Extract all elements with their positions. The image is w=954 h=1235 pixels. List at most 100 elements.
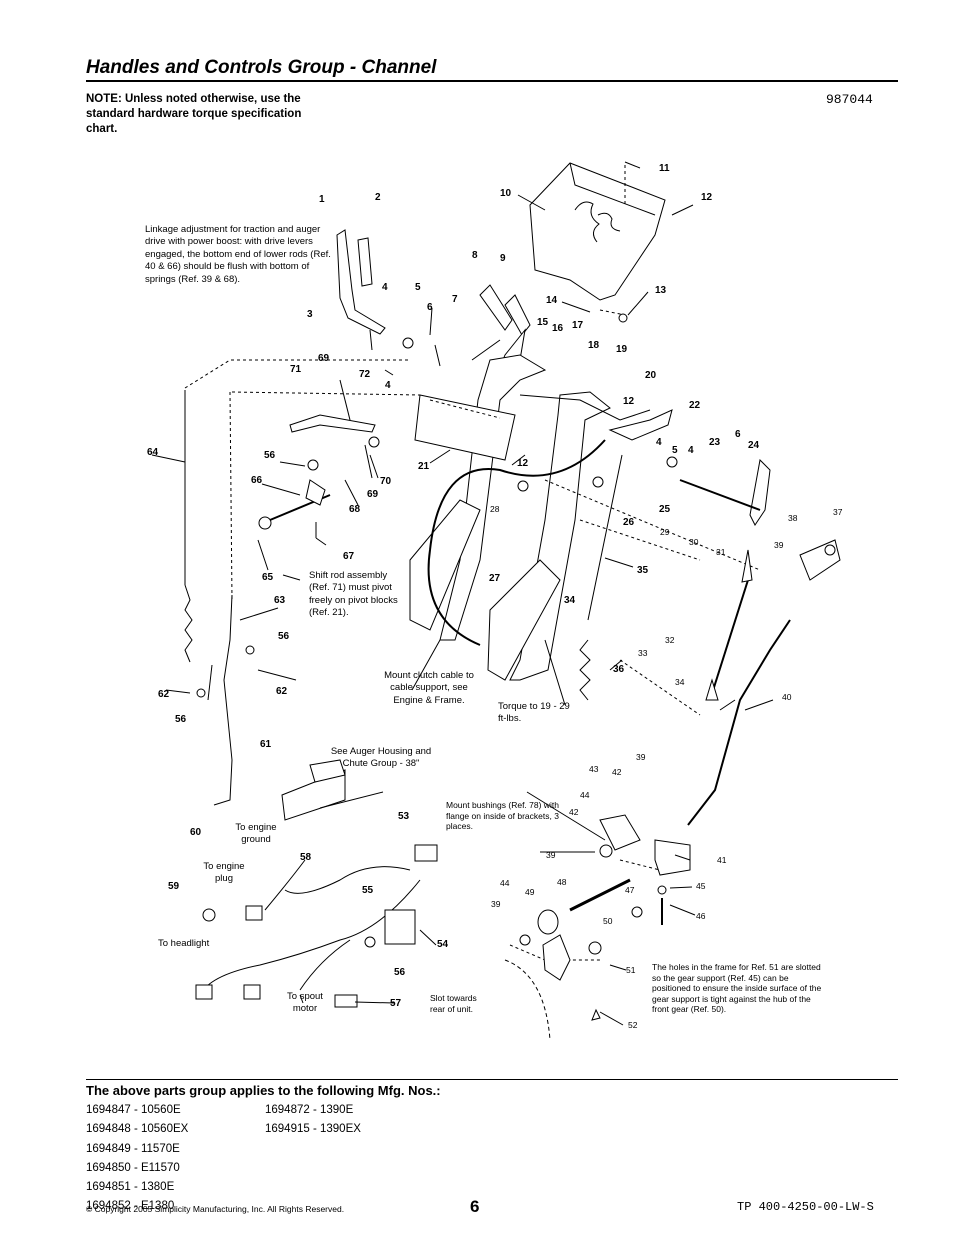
callout-15: 15 [537,317,549,328]
copyright: © Copyright 2005 Simplicity Manufacturin… [86,1204,345,1214]
callout-44: 44 [580,790,590,800]
callout-48: 48 [557,877,567,887]
callout-27: 27 [489,573,501,584]
callout-8: 8 [472,250,478,261]
callout-56d: 56 [394,967,406,978]
callout-4c: 4 [656,437,662,448]
callout-51: 51 [626,965,636,975]
mount-bushings-note: Mount bushings (Ref. 78) with flange on … [446,800,559,832]
callout-3: 3 [307,309,313,320]
mfg-number: 1694850 - E11570 [86,1161,180,1174]
callout-60: 60 [190,827,202,838]
callout-70: 70 [380,476,392,487]
callout-40: 40 [782,692,792,702]
callout-9: 9 [500,253,506,264]
callout-24: 24 [748,440,760,451]
mfg-number: 1694852 - E1380 [86,1200,175,1213]
mount-clutch-note: Mount clutch cable to cable support, see… [384,670,474,706]
callout-39: 39 [774,540,784,550]
callout-labels: 1 2 3 4 4 4 4 5 5 6 6 7 8 9 10 11 12 12 … [147,163,843,1030]
callout-57: 57 [390,998,402,1009]
callout-66: 66 [251,475,263,486]
callout-35: 35 [637,565,649,576]
callout-12b: 12 [623,396,635,407]
callout-62b: 62 [276,686,288,697]
callout-2: 2 [375,192,381,203]
callout-59: 59 [168,881,180,892]
torque-note: NOTE: Unless noted otherwise, use the st… [86,93,302,135]
slot-towards-note: Slot towards rear of unit. [430,993,477,1014]
callout-45: 45 [696,881,706,891]
parts-diagram: 1 2 3 4 4 4 4 5 5 6 6 7 8 9 10 11 12 12 … [145,161,843,1041]
callout-39c: 39 [546,850,556,860]
callout-56c: 56 [175,714,187,725]
holes-in-frame-note: The holes in the frame for Ref. 51 are s… [652,962,822,1015]
callout-36: 36 [613,664,625,675]
callout-64: 64 [147,447,159,458]
callout-11: 11 [659,163,670,174]
callout-5: 5 [415,282,421,293]
callout-21: 21 [418,461,430,472]
torque-note-diagram: Torque to 19 - 29 ft-lbs. [498,701,570,725]
callout-23: 23 [709,437,721,448]
see-auger-note: See Auger Housing and Chute Group - 38" [330,746,432,770]
callout-68: 68 [349,504,361,515]
callout-6b: 6 [735,429,741,440]
to-engine-ground-note: To engine ground [235,822,277,846]
callout-37: 37 [833,507,843,517]
callout-25: 25 [659,504,671,515]
diagram-linework [151,161,841,1041]
mfg-number: 1694849 - 11570E [86,1142,180,1155]
callout-43: 43 [589,764,599,774]
callout-4d: 4 [688,445,694,456]
callout-69b: 69 [367,489,379,500]
callout-16: 16 [552,323,564,334]
callout-42b: 42 [569,807,579,817]
callout-44b: 44 [500,878,510,888]
callout-18: 18 [588,340,600,351]
callout-47: 47 [625,885,635,895]
shift-rod-note: Shift rod assembly (Ref. 71) must pivot … [309,570,398,619]
mfg-number: 1694848 - 10560EX [86,1123,189,1136]
callout-67: 67 [343,551,355,562]
callout-31: 31 [716,547,726,557]
callout-46: 46 [696,911,706,921]
callout-61: 61 [260,739,272,750]
callout-1: 1 [319,194,325,205]
mfg-list-col2: 1694872 - 1390E 1694915 - 1390EX [265,1101,361,1140]
callout-17: 17 [572,320,584,331]
callout-12c: 12 [517,458,529,469]
mfg-list-col1: 1694847 - 10560E 1694848 - 10560EX 16948… [86,1101,188,1217]
callout-33: 33 [638,648,648,658]
callout-49: 49 [525,887,535,897]
tp-number: TP 400-4250-00-LW-S [737,1200,874,1214]
callout-22: 22 [689,400,701,411]
callout-5b: 5 [672,445,678,456]
callout-7: 7 [452,294,458,305]
callout-52: 52 [628,1020,638,1030]
to-spout-motor-note: To spout motor [287,991,323,1015]
callout-72: 72 [359,369,371,380]
callout-34b: 34 [675,677,685,687]
callout-4b: 4 [385,380,391,391]
callout-55: 55 [362,885,374,896]
callout-32: 32 [665,635,675,645]
to-headlight-note: To headlight [158,938,210,949]
diagram-annotations: Linkage adjustment for traction and auge… [145,224,822,1015]
callout-26: 26 [623,517,635,528]
callout-12: 12 [701,192,713,203]
callout-42: 42 [612,767,622,777]
callout-69: 69 [318,353,330,364]
callout-65: 65 [262,572,274,583]
linkage-adjustment-note: Linkage adjustment for traction and auge… [145,224,331,285]
to-engine-plug-note: To engine plug [203,861,245,885]
callout-34: 34 [564,595,576,606]
applies-divider [86,1079,898,1080]
title-divider [86,80,898,82]
page-title: Handles and Controls Group - Channel [86,57,437,78]
callout-39d: 39 [491,899,501,909]
callout-6: 6 [427,302,433,313]
callout-58: 58 [300,852,312,863]
callout-14: 14 [546,295,558,306]
callout-71: 71 [290,364,302,375]
